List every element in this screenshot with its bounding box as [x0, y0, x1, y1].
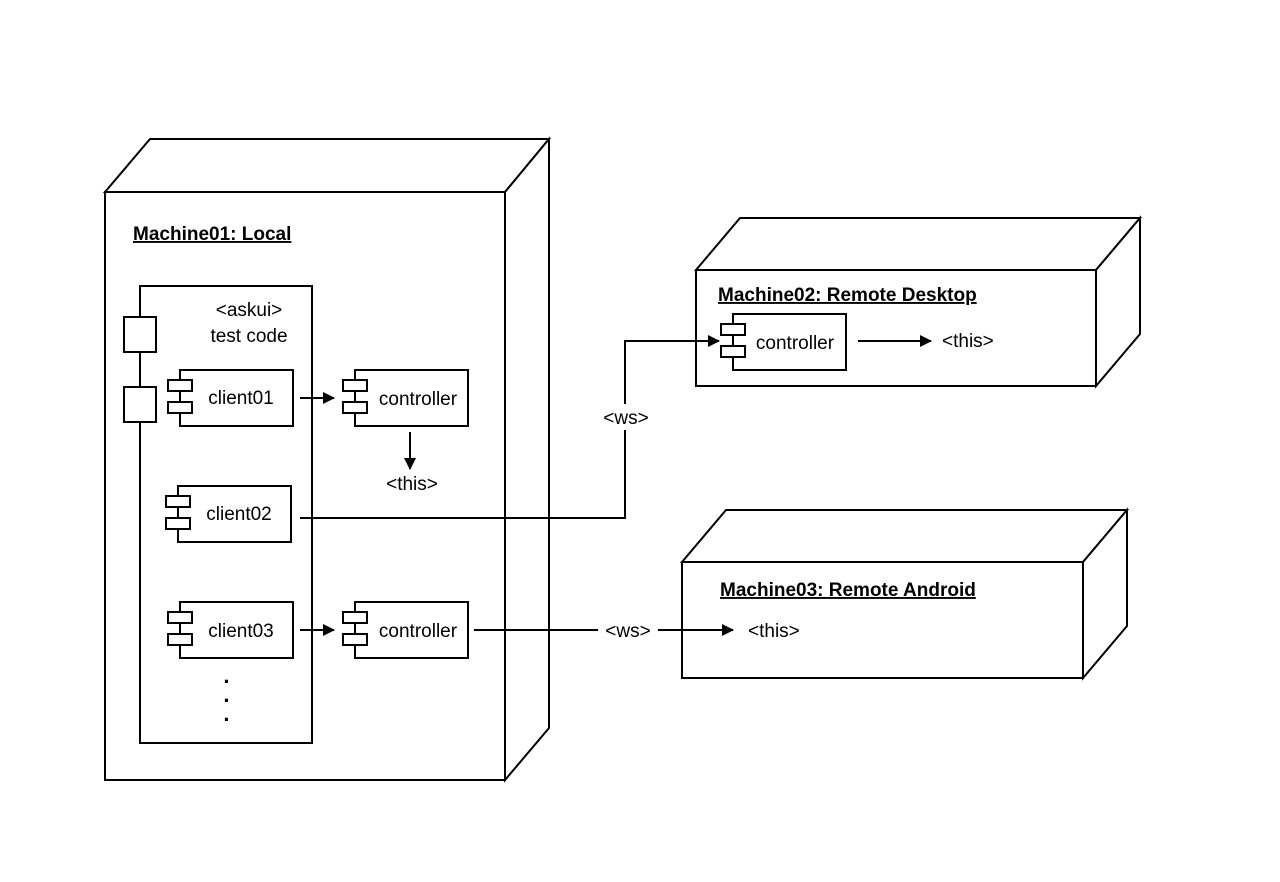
controller-remote-desktop-component: controller: [720, 313, 847, 371]
client01-icon-tab-top: [167, 379, 193, 392]
client03-box: [179, 601, 294, 659]
machine03-top-face: [679, 509, 1130, 563]
controller-local-1-label: controller: [379, 389, 458, 410]
client03-component: client03: [167, 601, 294, 659]
machine01-title: Machine01: Local: [133, 224, 291, 245]
client01-component: client01: [167, 369, 294, 427]
ws-desktop-label: <ws>: [603, 408, 648, 429]
machine01-side-face: [504, 136, 550, 783]
ellipsis-dot-1: ·: [223, 669, 230, 694]
client01-icon-tab-bottom: [167, 401, 193, 414]
client01-label: client01: [208, 388, 274, 409]
client03-icon-tab-bottom: [167, 633, 193, 646]
client02-label: client02: [206, 504, 272, 525]
controller-local-1-component: controller: [342, 369, 469, 427]
client01-box: [179, 369, 294, 427]
controller-local-3-icon-tab-top: [342, 611, 368, 624]
controller-local-3-icon-tab-bottom: [342, 633, 368, 646]
client03-label: client03: [208, 621, 274, 642]
controller-local-1-icon-tab-top: [342, 379, 368, 392]
askui-component-port-1: [123, 316, 157, 353]
client02-box: [177, 485, 292, 543]
client02-icon-tab-bottom: [165, 517, 191, 530]
this-local-label: <this>: [386, 474, 438, 495]
this-desktop-label: <this>: [942, 331, 994, 352]
ws-android-label: <ws>: [605, 621, 650, 642]
client03-icon-tab-top: [167, 611, 193, 624]
askui-component-label: test code: [210, 326, 287, 347]
askui-component-port-2: [123, 386, 157, 423]
askui-stereotype: <askui>: [216, 300, 283, 321]
controller-remote-desktop-icon-tab-bottom: [720, 345, 746, 358]
ellipsis-dot-3: ·: [223, 707, 230, 732]
machine03-node: Machine03: Remote Android: [679, 507, 1130, 681]
this-android-label: <this>: [748, 621, 800, 642]
controller-remote-desktop-label: controller: [756, 333, 835, 354]
controller-local-3-component: controller: [342, 601, 469, 659]
client02-icon-tab-top: [165, 495, 191, 508]
client02-component: client02: [165, 485, 292, 543]
machine03-title: Machine03: Remote Android: [720, 580, 976, 601]
controller-remote-desktop-box: [732, 313, 847, 371]
controller-local-1-icon-tab-bottom: [342, 401, 368, 414]
machine02-title: Machine02: Remote Desktop: [718, 285, 977, 306]
machine03-front-face: [681, 561, 1084, 679]
machine01-top-face: [102, 138, 552, 193]
controller-remote-desktop-icon-tab-top: [720, 323, 746, 336]
ellipsis-dot-2: ·: [223, 688, 230, 713]
controller-local-3-box: [354, 601, 469, 659]
ws-desktop-label-backdrop: [600, 404, 652, 430]
controller-local-3-label: controller: [379, 621, 458, 642]
controller-local-1-box: [354, 369, 469, 427]
machine02-top-face: [693, 217, 1143, 271]
